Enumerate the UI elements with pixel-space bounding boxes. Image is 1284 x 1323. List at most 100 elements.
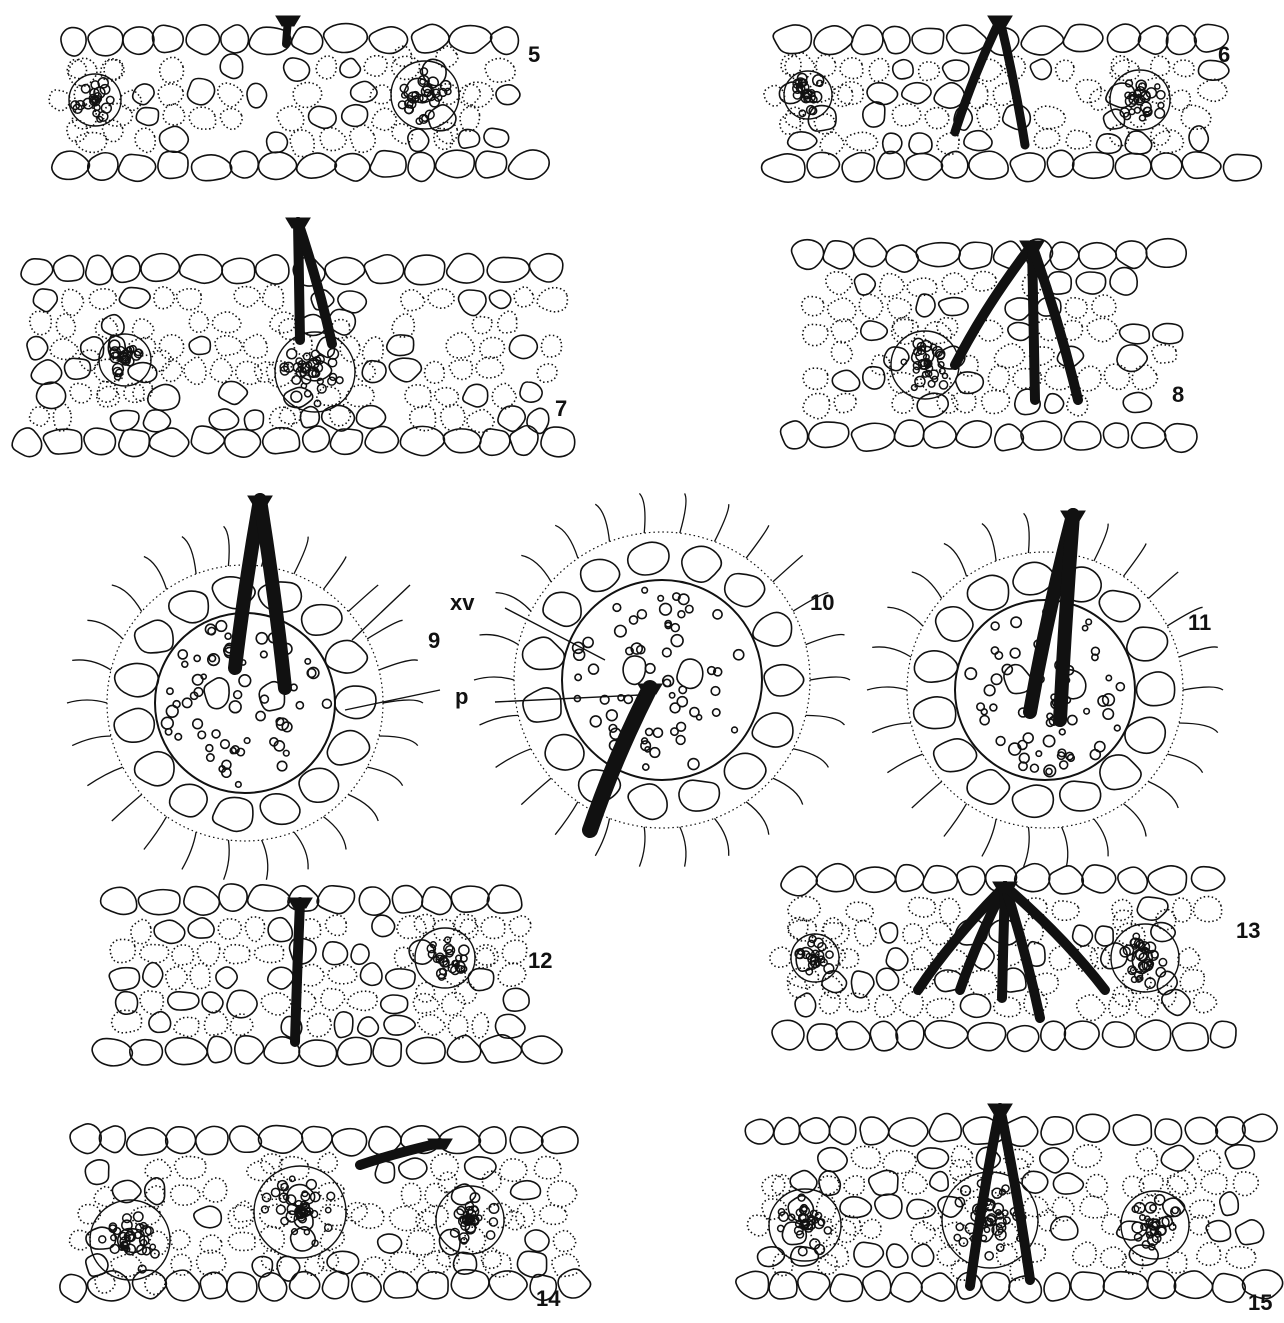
vessel xyxy=(99,1236,106,1243)
stele-cell xyxy=(670,703,680,713)
cell xyxy=(171,1185,200,1205)
cell xyxy=(81,337,104,360)
cell xyxy=(1136,1148,1157,1171)
vessel xyxy=(107,96,114,103)
vessel xyxy=(303,353,310,360)
stele-cell xyxy=(1084,709,1090,715)
leaf-section-fig12 xyxy=(92,884,562,1066)
root-hair xyxy=(887,754,922,773)
cell xyxy=(85,1160,109,1185)
cell xyxy=(917,393,948,417)
stele-cell xyxy=(646,728,653,735)
vessel xyxy=(826,951,833,958)
cell xyxy=(180,255,223,284)
cell xyxy=(299,768,339,802)
cell xyxy=(459,84,480,106)
cell xyxy=(907,278,937,296)
cell xyxy=(322,1271,348,1298)
stele-cell xyxy=(645,664,655,674)
cell xyxy=(145,1159,171,1179)
cell xyxy=(458,290,486,316)
figure-number-5: 5 xyxy=(528,44,540,66)
cell xyxy=(1010,153,1045,182)
stele-cell xyxy=(590,716,601,727)
cell xyxy=(914,651,957,682)
cell xyxy=(1127,627,1168,661)
root-hair xyxy=(1123,544,1146,577)
vessel xyxy=(317,384,326,393)
cell xyxy=(803,368,828,389)
cell xyxy=(485,58,515,82)
stele-cell xyxy=(996,737,1005,746)
cell xyxy=(1165,424,1197,453)
cell xyxy=(903,924,923,944)
cell xyxy=(1052,901,1079,920)
cell xyxy=(1099,591,1140,622)
cell xyxy=(158,151,188,178)
cell xyxy=(923,866,958,893)
cell xyxy=(405,255,445,285)
cell xyxy=(378,1234,402,1253)
cell xyxy=(202,992,223,1013)
stele-cell xyxy=(1009,743,1021,755)
cell xyxy=(56,314,75,338)
cell xyxy=(89,289,116,309)
cell xyxy=(228,1205,254,1228)
cell xyxy=(88,1271,130,1301)
cell xyxy=(1052,1197,1074,1221)
cell xyxy=(1053,1173,1083,1194)
cell xyxy=(458,129,479,148)
cell xyxy=(826,272,852,295)
cell xyxy=(1148,866,1186,895)
stele-cell xyxy=(1036,751,1041,756)
stele-cell xyxy=(991,674,1001,684)
root-hair xyxy=(872,647,911,657)
cell xyxy=(772,1020,804,1049)
cell xyxy=(1021,26,1063,55)
cell xyxy=(254,945,283,963)
root-hair xyxy=(496,749,531,768)
cell xyxy=(166,1270,200,1301)
cell xyxy=(1136,1020,1171,1050)
root-hair xyxy=(680,493,686,533)
cell xyxy=(143,963,163,987)
stele-cell xyxy=(671,624,679,632)
cell xyxy=(92,1039,132,1066)
cell xyxy=(508,150,549,179)
cell xyxy=(330,429,362,454)
leader-xv-fig10 xyxy=(505,608,605,660)
vessel xyxy=(798,1247,806,1255)
epidermis-dots xyxy=(514,532,810,828)
cell xyxy=(1115,153,1151,178)
cell xyxy=(447,1035,481,1062)
cell xyxy=(1113,1115,1151,1145)
stele-cell xyxy=(1043,735,1054,746)
root-hair xyxy=(867,687,907,690)
stele-cell xyxy=(658,596,664,602)
cell xyxy=(152,25,183,52)
stele-cell xyxy=(1103,709,1113,719)
stele-cell xyxy=(660,603,672,615)
cell xyxy=(1040,1148,1069,1173)
stele-cell xyxy=(671,635,683,647)
cell xyxy=(941,151,967,178)
root-section-fig11 xyxy=(867,511,1223,867)
cell xyxy=(803,393,829,418)
cell xyxy=(1071,1272,1104,1300)
stele-cell xyxy=(575,674,581,680)
cell xyxy=(216,967,237,988)
cell xyxy=(325,915,346,935)
cell xyxy=(762,154,805,182)
cell xyxy=(959,242,992,269)
root-hair xyxy=(294,537,308,574)
vessel xyxy=(327,1192,335,1200)
cell xyxy=(337,1037,371,1064)
cell xyxy=(677,659,703,688)
cell xyxy=(1225,1145,1254,1169)
cell xyxy=(159,335,183,359)
cell xyxy=(851,423,894,451)
cell xyxy=(52,151,90,179)
cell xyxy=(995,424,1024,450)
stele-cell xyxy=(1068,715,1077,724)
cell xyxy=(844,1176,864,1195)
